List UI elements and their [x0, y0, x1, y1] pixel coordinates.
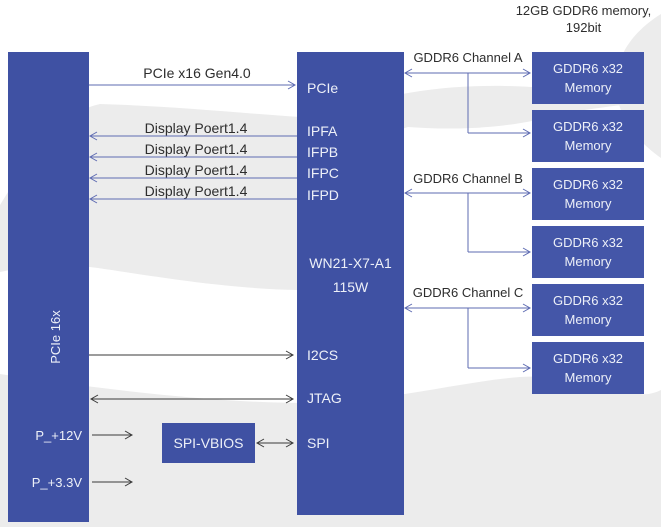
- power-3v3-label: P_+3.3V: [31, 475, 82, 490]
- memory-module-line1: GDDR6 x32: [552, 293, 624, 308]
- diagram-title: 12GB GDDR6 memory, 192bit: [506, 2, 661, 36]
- spi-vbios-label: SPI-VBIOS: [173, 435, 244, 451]
- diagram-title-line2: 192bit: [565, 20, 602, 35]
- memory-module-line1: GDDR6 x32: [552, 351, 624, 366]
- memory-module-6: GDDR6 x32 Memory: [532, 342, 644, 394]
- channel-a-label: GDDR6 Channel A: [413, 50, 523, 65]
- gpu-port-ifpc: IFPC: [307, 165, 339, 181]
- memory-module-line2: Memory: [564, 254, 612, 269]
- pcie-slot-block: PCIe 16x: [8, 52, 89, 522]
- memory-module-5: GDDR6 x32 Memory: [532, 284, 644, 336]
- memory-module-line1: GDDR6 x32: [552, 119, 624, 134]
- memory-module-line2: Memory: [564, 370, 612, 385]
- display-link-label-2: Display Poert1.4: [144, 141, 248, 157]
- gpu-port-spi: SPI: [307, 435, 330, 451]
- gpu-port-ifpb: IFPB: [307, 144, 339, 160]
- pcie-link-label: PCIe x16 Gen4.0: [143, 65, 251, 81]
- gpu-port-ipfa: IPFA: [307, 123, 338, 139]
- memory-module-3: GDDR6 x32 Memory: [532, 168, 644, 220]
- gpu-name: WN21-X7-A1: [309, 255, 392, 271]
- memory-module-4: GDDR6 x32 Memory: [532, 226, 644, 278]
- diagram-title-line1: 12GB GDDR6 memory,: [515, 3, 652, 18]
- memory-module-line2: Memory: [564, 312, 612, 327]
- memory-module-line1: GDDR6 x32: [552, 177, 624, 192]
- channel-b-label: GDDR6 Channel B: [413, 171, 523, 186]
- memory-module-line1: GDDR6 x32: [552, 235, 624, 250]
- gpu-port-pcie: PCIe: [307, 80, 339, 96]
- power-12v-label: P_+12V: [35, 428, 82, 443]
- display-link-label-4: Display Poert1.4: [144, 183, 248, 199]
- memory-module-1: GDDR6 x32 Memory: [532, 52, 644, 104]
- display-link-label-1: Display Poert1.4: [144, 120, 248, 136]
- memory-module-line2: Memory: [564, 80, 612, 95]
- gpu-power: 115W: [332, 279, 369, 295]
- display-link-label-3: Display Poert1.4: [144, 162, 248, 178]
- memory-module-line2: Memory: [564, 138, 612, 153]
- gpu-port-i2cs: I2CS: [307, 347, 339, 363]
- gpu-port-jtag: JTAG: [307, 390, 342, 406]
- memory-module-2: GDDR6 x32 Memory: [532, 110, 644, 162]
- spi-vbios-block: SPI-VBIOS: [162, 423, 255, 463]
- gpu-port-ifpd: IFPD: [307, 187, 339, 203]
- channel-c-label: GDDR6 Channel C: [412, 285, 524, 300]
- gpu-block: [297, 52, 404, 515]
- memory-module-line1: GDDR6 x32: [552, 61, 624, 76]
- memory-module-line2: Memory: [564, 196, 612, 211]
